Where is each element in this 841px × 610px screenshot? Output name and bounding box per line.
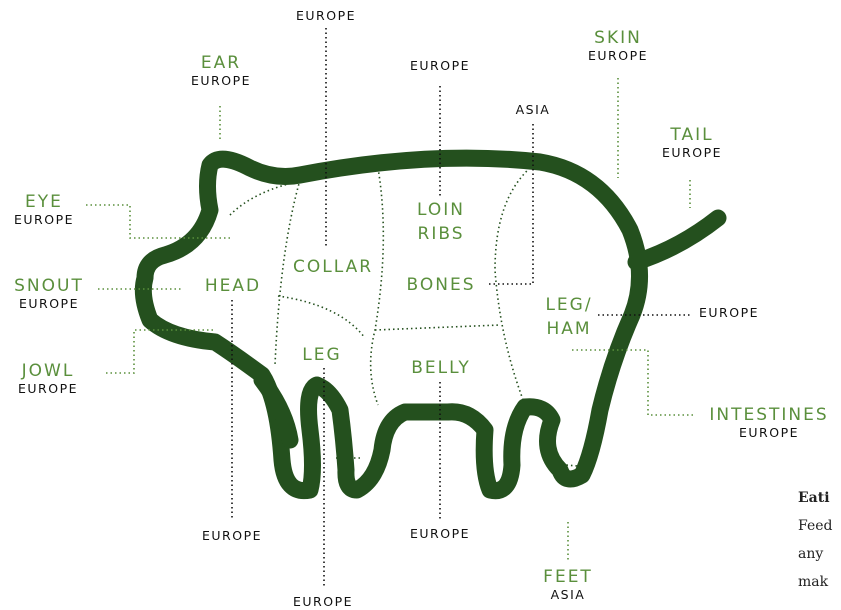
- region-ribs: RIBS: [418, 223, 465, 246]
- collar-origin: EUROPE: [296, 8, 356, 24]
- feet-label: FEET: [543, 567, 593, 587]
- callout-jowl: JOWL EUROPE: [18, 361, 78, 397]
- note-line-1: Feed: [798, 512, 841, 540]
- skin-label: SKIN: [588, 28, 648, 48]
- note-line-2: any: [798, 540, 841, 568]
- ear-origin: EUROPE: [191, 73, 251, 89]
- jowl-origin: EUROPE: [18, 381, 78, 397]
- leader-lines: [86, 28, 693, 588]
- loin-origin: EUROPE: [410, 58, 470, 74]
- tail-origin: EUROPE: [662, 145, 722, 161]
- leg-origin: EUROPE: [293, 594, 353, 610]
- jowl-label: JOWL: [18, 361, 78, 381]
- note-title: Eati: [798, 484, 841, 512]
- callout-ear: EAR EUROPE: [191, 53, 251, 89]
- feet-origin: ASIA: [543, 587, 593, 603]
- head-origin: EUROPE: [202, 528, 262, 544]
- region-bones: BONES: [407, 274, 476, 297]
- region-leg-ham-line2: HAM: [546, 318, 591, 341]
- snout-label: SNOUT: [14, 276, 84, 296]
- tail-label: TAIL: [662, 125, 722, 145]
- callout-intestines: INTESTINES EUROPE: [709, 405, 828, 441]
- bones-origin: ASIA: [516, 102, 551, 118]
- region-head: HEAD: [205, 275, 261, 298]
- region-leg: LEG: [302, 344, 341, 367]
- ear-label: EAR: [191, 53, 251, 73]
- callout-tail: TAIL EUROPE: [662, 125, 722, 161]
- snout-origin: EUROPE: [14, 296, 84, 312]
- eye-origin: EUROPE: [14, 212, 74, 228]
- callout-skin: SKIN EUROPE: [588, 28, 648, 64]
- callout-feet: FEET ASIA: [543, 567, 593, 603]
- region-loin: LOIN: [417, 199, 465, 222]
- callout-snout: SNOUT EUROPE: [14, 276, 84, 312]
- leg-ham-origin: EUROPE: [699, 305, 759, 321]
- callout-eye: EYE EUROPE: [14, 192, 74, 228]
- side-note: Eati Feed any mak: [798, 484, 841, 596]
- belly-origin: EUROPE: [410, 526, 470, 542]
- intestines-label: INTESTINES: [709, 405, 828, 425]
- eye-label: EYE: [14, 192, 74, 212]
- note-line-3: mak: [798, 568, 841, 596]
- intestines-origin: EUROPE: [709, 425, 828, 441]
- region-collar: COLLAR: [293, 256, 373, 279]
- region-leg-ham-line1: LEG/: [545, 294, 592, 317]
- skin-origin: EUROPE: [588, 48, 648, 64]
- region-belly: BELLY: [411, 357, 470, 380]
